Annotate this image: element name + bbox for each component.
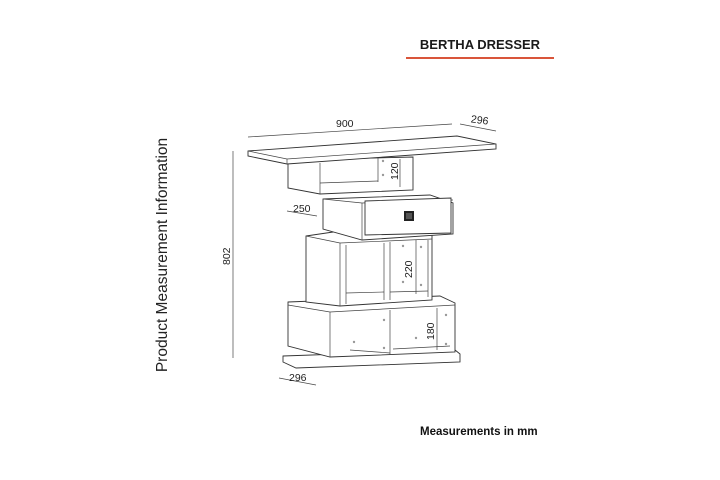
dimension-lines (232, 123, 497, 386)
drawer-depth-dimension: 250 (293, 203, 311, 215)
units-note: Measurements in mm (420, 426, 538, 438)
middle-shelf-height-dimension: 220 (403, 260, 415, 278)
title-underline (406, 57, 554, 59)
bottom-shelf-height-dimension: 180 (425, 322, 437, 340)
top-plank (247, 135, 497, 165)
bottom-block (282, 295, 461, 369)
top-depth-dimension: 296 (470, 113, 489, 127)
top-shelf-height-dimension: 120 (389, 162, 401, 180)
assembly-holes (352, 159, 448, 350)
drawer-block (322, 194, 454, 241)
product-title: BERTHA DRESSER (419, 37, 541, 52)
width-dimension: 900 (336, 118, 354, 130)
bottom-depth-dimension: 296 (289, 372, 307, 384)
upper-shelf-block (287, 156, 414, 195)
middle-shelf-block (305, 227, 433, 307)
height-dimension: 802 (221, 247, 233, 265)
